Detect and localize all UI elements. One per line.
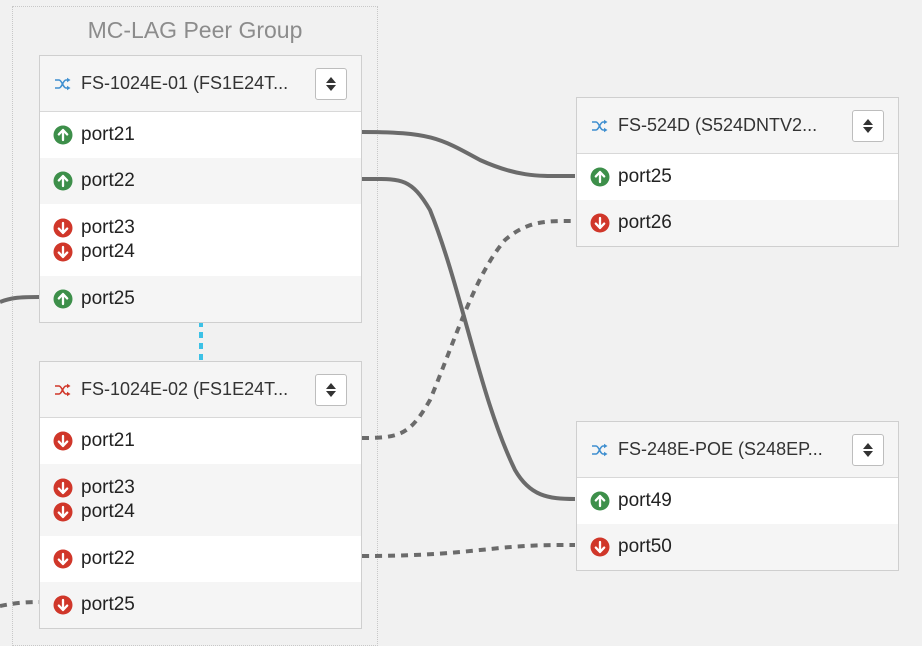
status-down-icon <box>53 595 73 615</box>
switch-card-fs1024e01[interactable]: FS-1024E-01 (FS1E24T... port21 port22 port2… <box>39 55 362 323</box>
port-row[interactable]: port22 <box>40 158 361 204</box>
port-label: port50 <box>618 536 672 557</box>
port-item[interactable]: port49 <box>590 489 898 513</box>
status-down-icon <box>53 478 73 498</box>
switch-header[interactable]: FS-524D (S524DNTV2... <box>577 98 898 154</box>
port-item[interactable]: port23 <box>53 476 361 500</box>
switch-header[interactable]: FS-248E-POE (S248EP... <box>577 422 898 478</box>
port-item[interactable]: port22 <box>53 169 361 193</box>
port-item[interactable]: port22 <box>53 547 361 571</box>
port-row[interactable]: port23 port24 <box>40 204 361 276</box>
port-label: port24 <box>81 501 135 522</box>
port-label: port22 <box>81 548 135 569</box>
sort-icon <box>863 442 873 457</box>
port-item[interactable]: port26 <box>590 211 898 235</box>
link-fs1024e02-port22-to-fs248epoe-port50 <box>361 543 576 558</box>
sort-icon <box>326 382 336 397</box>
switch-title: FS-1024E-02 (FS1E24T... <box>81 379 289 399</box>
port-label: port26 <box>618 212 672 233</box>
port-row[interactable]: port25 <box>577 154 898 200</box>
port-label: port21 <box>81 124 135 145</box>
port-item[interactable]: port50 <box>590 535 898 559</box>
port-row[interactable]: port23 port24 <box>40 464 361 536</box>
port-item[interactable]: port24 <box>53 500 361 524</box>
group-title: MC-LAG Peer Group <box>87 17 303 43</box>
port-label: port25 <box>81 594 135 615</box>
status-down-icon <box>53 502 73 522</box>
port-label: port49 <box>618 490 672 511</box>
status-up-icon <box>53 289 73 309</box>
port-row[interactable]: port21 <box>40 418 361 464</box>
status-down-icon <box>53 242 73 262</box>
status-down-icon <box>590 537 610 557</box>
port-item[interactable]: port25 <box>590 165 898 189</box>
port-row[interactable]: port25 <box>40 582 361 628</box>
status-down-icon <box>53 549 73 569</box>
port-item[interactable]: port23 <box>53 216 361 240</box>
switch-header[interactable]: FS-1024E-01 (FS1E24T... <box>40 56 361 112</box>
link-fs1024e01-port21-to-fs524d-port25 <box>361 130 576 179</box>
switch-header[interactable]: FS-1024E-02 (FS1E24T... <box>40 362 361 418</box>
sort-button[interactable] <box>315 67 347 100</box>
switch-title: FS-524D (S524DNTV2... <box>618 115 818 135</box>
port-row[interactable]: port50 <box>577 524 898 570</box>
status-down-icon <box>590 213 610 233</box>
port-label: port25 <box>618 166 672 187</box>
status-up-icon <box>53 171 73 191</box>
port-item[interactable]: port25 <box>53 287 361 311</box>
switch-card-fs524d[interactable]: FS-524D (S524DNTV2... port25 port26 <box>576 97 899 247</box>
status-up-icon <box>590 167 610 187</box>
switch-icon-red <box>54 383 72 397</box>
port-label: port25 <box>81 288 135 309</box>
status-up-icon <box>53 125 73 145</box>
port-row[interactable]: port21 <box>40 112 361 158</box>
sort-button[interactable] <box>852 109 884 142</box>
port-label: port23 <box>81 217 135 238</box>
sort-button[interactable] <box>315 373 347 406</box>
status-up-icon <box>590 491 610 511</box>
port-item[interactable]: port24 <box>53 240 361 264</box>
link-fs1024e01-port22-to-fs248epoe-port49 <box>361 176 576 501</box>
port-label: port22 <box>81 170 135 191</box>
port-item[interactable]: port25 <box>53 593 361 617</box>
port-label: port23 <box>81 477 135 498</box>
port-label: port24 <box>81 241 135 262</box>
switch-title: FS-1024E-01 (FS1E24T... <box>81 73 289 93</box>
switch-icon-blue <box>54 77 72 91</box>
switch-icon-blue <box>591 443 609 457</box>
port-row[interactable]: port49 <box>577 478 898 524</box>
port-label: port21 <box>81 430 135 451</box>
link-fs1024e02-port21-to-fs524d-port26 <box>361 218 576 440</box>
port-item[interactable]: port21 <box>53 429 361 453</box>
switch-title: FS-248E-POE (S248EP... <box>618 439 823 459</box>
port-item[interactable]: port21 <box>53 123 361 147</box>
sort-icon <box>863 118 873 133</box>
port-row[interactable]: port25 <box>40 276 361 322</box>
port-row[interactable]: port26 <box>577 200 898 246</box>
port-row[interactable]: port22 <box>40 536 361 582</box>
sort-icon <box>326 76 336 91</box>
status-down-icon <box>53 218 73 238</box>
switch-card-fs248epoe[interactable]: FS-248E-POE (S248EP... port49 port50 <box>576 421 899 571</box>
sort-button[interactable] <box>852 433 884 466</box>
switch-icon-blue <box>591 119 609 133</box>
status-down-icon <box>53 431 73 451</box>
